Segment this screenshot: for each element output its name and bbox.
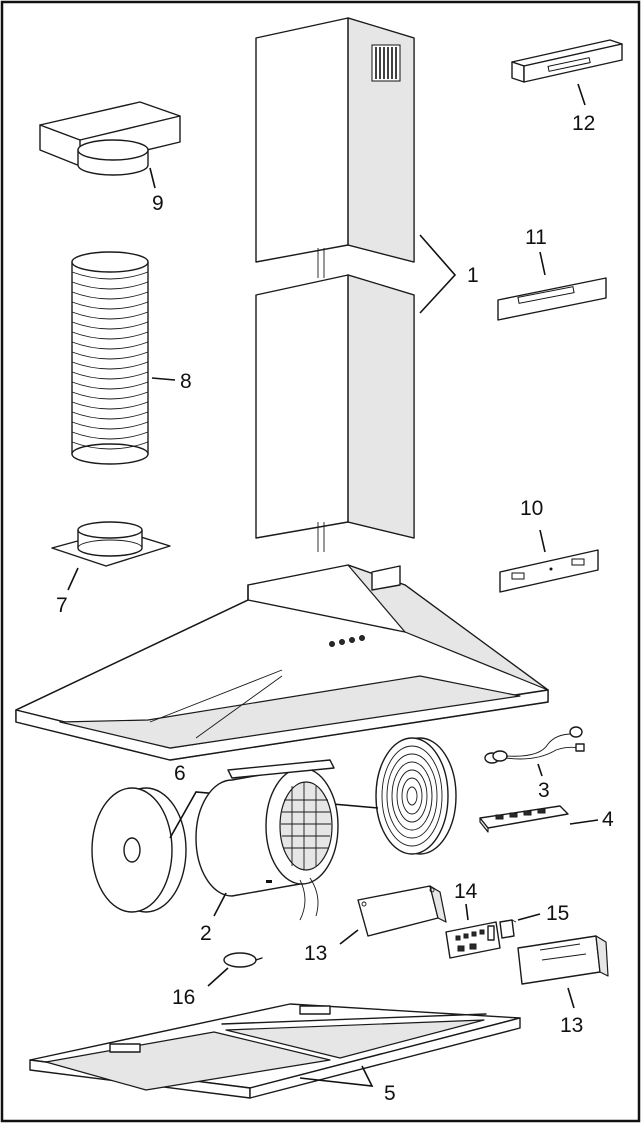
label-3: 3	[538, 779, 550, 802]
leader-2	[213, 892, 227, 917]
leader-13b	[567, 987, 575, 1009]
junction-box	[517, 935, 609, 985]
label-13b: 13	[560, 1014, 583, 1037]
wiring-harness	[484, 726, 585, 764]
hood-body	[15, 564, 549, 761]
leader-16	[207, 967, 229, 987]
hood-bracket	[499, 549, 599, 593]
blower-motor	[195, 759, 339, 921]
label-14: 14	[454, 880, 478, 903]
charcoal-filter-right	[375, 737, 457, 855]
label-6: 6	[174, 762, 186, 785]
chimney-cover-lower	[255, 274, 415, 552]
label-2: 2	[200, 922, 212, 945]
label-12: 12	[572, 112, 595, 135]
leader-5	[299, 1065, 374, 1087]
duct-flange	[51, 521, 171, 567]
charcoal-filter-left	[91, 787, 187, 913]
grease-filters	[29, 1003, 521, 1099]
leader-12	[577, 83, 586, 106]
leader-9	[149, 167, 156, 189]
label-11: 11	[525, 226, 547, 249]
label-9: 9	[152, 192, 164, 215]
leader-11	[539, 251, 546, 276]
relay-module	[499, 919, 517, 939]
duct-adapter-box	[39, 101, 181, 176]
label-7: 7	[56, 594, 68, 617]
label-13a: 13	[304, 942, 327, 965]
leader-8	[151, 377, 176, 381]
label-4: 4	[602, 808, 614, 831]
label-1: 1	[467, 264, 479, 287]
leader-10	[539, 529, 546, 553]
label-16: 16	[172, 986, 195, 1009]
leader-1	[419, 234, 457, 314]
label-10: 10	[520, 497, 543, 520]
upper-bracket	[511, 39, 623, 83]
chimney-bracket	[497, 277, 607, 321]
label-5: 5	[384, 1082, 396, 1105]
circuit-board	[445, 921, 501, 959]
leader-15	[517, 913, 541, 921]
power-supply-box	[357, 885, 447, 937]
leader-3	[537, 763, 543, 777]
label-8: 8	[180, 370, 192, 393]
leader-14	[465, 903, 469, 921]
label-15: 15	[546, 902, 569, 925]
leader-7	[67, 567, 79, 591]
leader-13a	[339, 929, 359, 945]
flexible-duct	[71, 251, 149, 465]
leader-4	[569, 819, 599, 825]
control-board	[479, 805, 569, 833]
chimney-cover-upper	[255, 17, 415, 278]
light-bulb	[223, 952, 263, 968]
